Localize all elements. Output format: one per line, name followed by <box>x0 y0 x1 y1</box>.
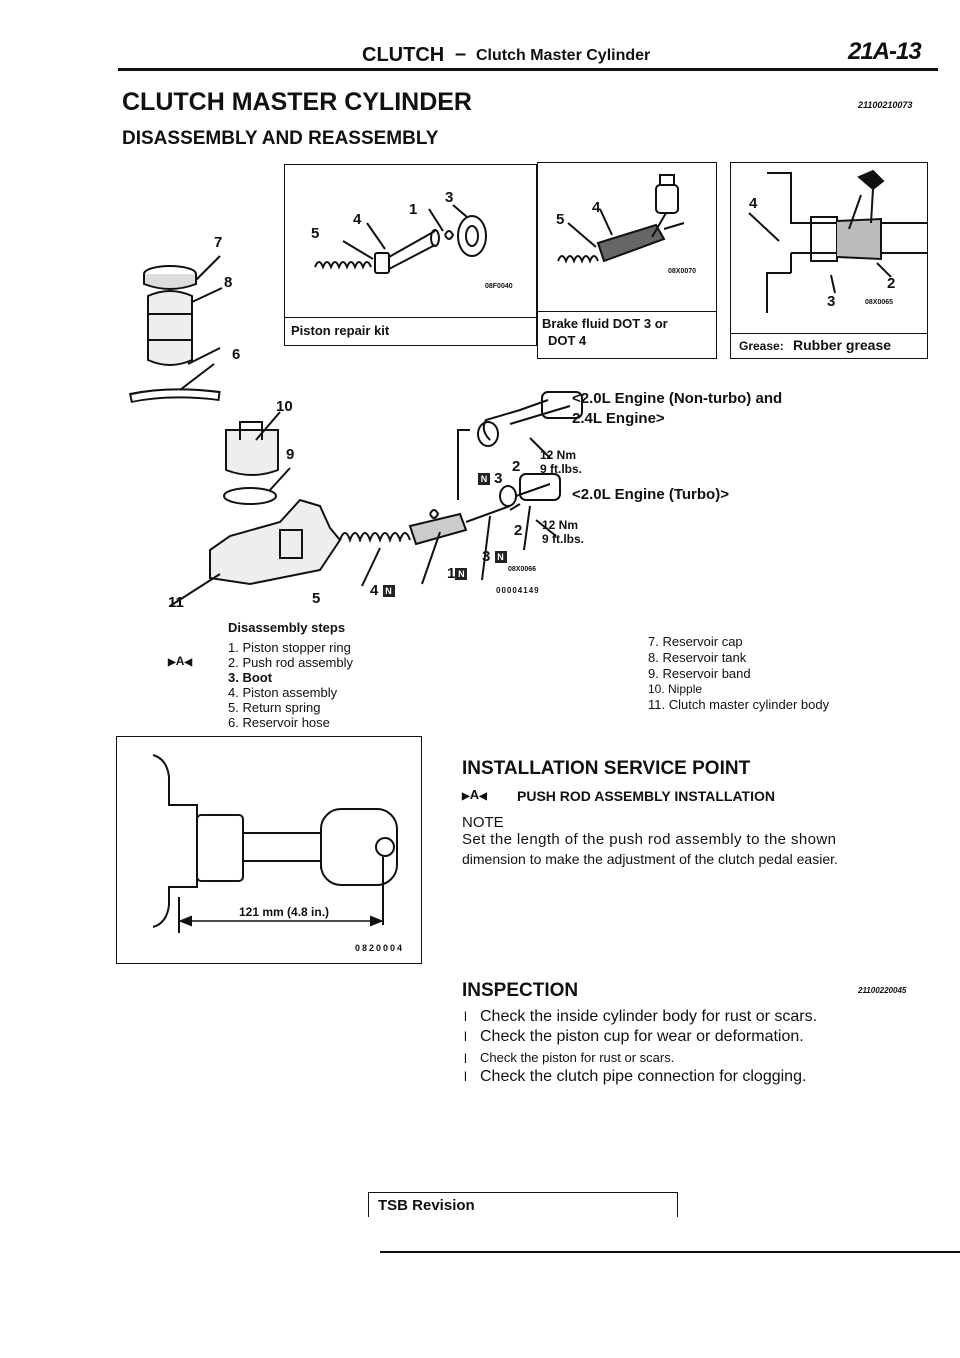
nonturbo-label-b: 2.4L Engine> <box>572 410 665 427</box>
callout-4: 4 N <box>370 582 395 599</box>
torque-b-lower: 9 ft.lbs. <box>542 532 585 546</box>
note-label: NOTE <box>462 814 504 831</box>
box3-callout-2: 2 <box>887 275 896 292</box>
figure-code-a: 08X0066 <box>508 566 537 573</box>
pushrod-code: 0820004 <box>355 943 405 953</box>
page-title: CLUTCH MASTER CYLINDER <box>122 88 472 116</box>
callout-10: 10 <box>276 398 293 415</box>
step-9: 9. Reservoir band <box>648 666 751 681</box>
step-7: 7. Reservoir cap <box>648 634 743 649</box>
tsb-revision: TSB Revision <box>378 1197 475 1214</box>
callout-8: 8 <box>224 274 233 291</box>
inspection-heading: INSPECTION <box>462 980 579 1001</box>
piston-kit-drawing <box>314 204 487 274</box>
header-rule <box>118 68 938 71</box>
step-2-marker: ▶A◀ <box>168 654 193 668</box>
callout-7: 7 <box>214 234 223 251</box>
box1-callout-4: 4 <box>353 211 362 228</box>
callout-11: 11 <box>168 594 184 611</box>
header-dash: – <box>455 43 467 65</box>
box2-code: 08X0070 <box>668 268 697 275</box>
step-1: 1. Piston stopper ring <box>228 640 351 655</box>
inspection-item-2: Check the piston cup for wear or deforma… <box>464 1028 804 1046</box>
box3-callout-3: 3 <box>827 293 836 310</box>
inspection-item-4: Check the clutch pipe connection for clo… <box>464 1068 806 1086</box>
pushrod-figure-box: 121 mm (4.8 in.) 0820004 <box>116 736 422 964</box>
footer-rule <box>380 1251 960 1253</box>
callout-2-upper: 2 <box>512 458 521 475</box>
callout-3-upper: N 3 <box>478 470 503 487</box>
callout-2-lower: 2 <box>514 522 523 539</box>
cylinder-assembly-drawing <box>169 391 583 607</box>
pushrod-dimension: 121 mm (4.8 in.) <box>239 905 330 919</box>
piston-repair-kit-box: 5 4 1 3 08F0040 Piston repair kit <box>284 164 537 346</box>
torque-a-upper: 12 Nm <box>540 448 577 462</box>
step-10: 10. Nipple <box>648 682 703 696</box>
note-line-2: dimension to make the adjustment of the … <box>462 851 838 867</box>
box1-callout-5: 5 <box>311 225 320 242</box>
tsb-box <box>368 1192 678 1217</box>
step-11: 11. Clutch master cylinder body <box>648 697 830 712</box>
box2-caption-a: Brake fluid DOT 3 or <box>542 316 668 331</box>
box2-caption-b: DOT 4 <box>548 333 587 348</box>
box1-callout-3: 3 <box>445 189 454 206</box>
step-2: 2. Push rod assembly <box>228 655 354 670</box>
inspection-item-3: Check the piston for rust or scars. <box>464 1050 674 1066</box>
step-8: 8. Reservoir tank <box>648 650 747 665</box>
callout-3-lower: 3 N <box>482 548 507 565</box>
exploded-view-drawing <box>129 255 291 505</box>
step-3: 3. Boot <box>228 670 273 685</box>
title-code: 21100210073 <box>858 100 913 110</box>
box3-code: 08X0065 <box>865 299 894 306</box>
grease-box: 4 2 3 08X0065 Grease: Rubber grease <box>730 162 928 359</box>
turbo-label: <2.0L Engine (Turbo)> <box>572 486 729 503</box>
callout-6: 6 <box>232 346 241 363</box>
box2-callout-4: 4 <box>592 199 601 216</box>
step-4: 4. Piston assembly <box>228 685 338 700</box>
step-6: 6. Reservoir hose <box>228 715 330 730</box>
box1-caption: Piston repair kit <box>291 323 390 338</box>
pushrod-drawing <box>152 754 398 933</box>
callout-9: 9 <box>286 446 295 463</box>
figure-code-b: 00004149 <box>496 586 540 595</box>
brake-fluid-drawing <box>557 174 685 264</box>
box3-callout-4: 4 <box>749 195 758 212</box>
torque-b-upper: 9 ft.lbs. <box>540 462 583 476</box>
page-subtitle: DISASSEMBLY AND REASSEMBLY <box>122 128 439 149</box>
callout-5: 5 <box>312 590 321 607</box>
installation-subheading: PUSH ROD ASSEMBLY INSTALLATION <box>517 788 775 804</box>
note-line-1: Set the length of the push rod assembly … <box>462 831 837 848</box>
page-number: 21A-13 <box>848 38 922 65</box>
header-subsection: Clutch Master Cylinder <box>476 47 651 64</box>
box3-caption-value: Rubber grease <box>793 337 892 353</box>
box3-caption-label: Grease: <box>739 339 784 353</box>
box1-callout-1: 1 <box>409 201 418 218</box>
installation-heading: INSTALLATION SERVICE POINT <box>462 758 751 779</box>
rubber-grease-drawing <box>748 169 927 313</box>
step-5: 5. Return spring <box>228 700 321 715</box>
header-section: CLUTCH <box>362 44 445 66</box>
box2-callout-5: 5 <box>556 211 565 228</box>
brake-fluid-box: 5 4 08X0070 Brake fluid DOT 3 or DOT 4 <box>537 162 717 359</box>
box1-code: 08F0040 <box>485 283 513 290</box>
inspection-code: 21100220045 <box>858 986 907 995</box>
torque-a-lower: 12 Nm <box>542 518 579 532</box>
nonturbo-label-a: <2.0L Engine (Non-turbo) and <box>572 390 783 407</box>
disassembly-heading: Disassembly steps <box>228 620 346 635</box>
installation-marker: ▶A◀ <box>462 787 487 802</box>
inspection-item-1: Check the inside cylinder body for rust … <box>464 1008 817 1026</box>
